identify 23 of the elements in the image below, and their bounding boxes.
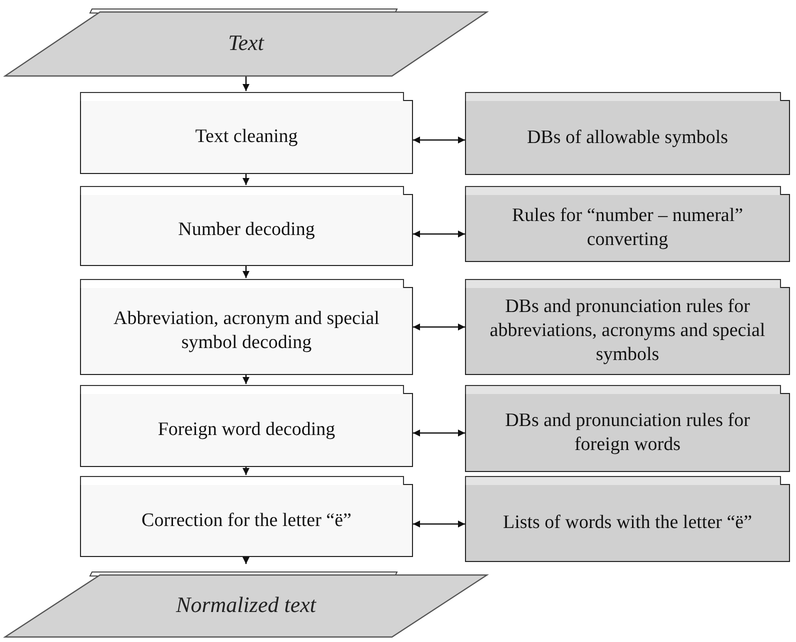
- box-label: Abbreviation, acronym and special symbol decoding: [112, 307, 380, 355]
- box-label: Number decoding: [178, 218, 315, 242]
- arrow: [413, 520, 465, 528]
- arrow: [242, 557, 250, 564]
- box-label: DBs and pronunciation rules for abbreviations, acronyms and special symbols: [488, 295, 766, 367]
- box-label: Text cleaning: [195, 125, 298, 149]
- arrow: [242, 467, 250, 475]
- arrow: [242, 174, 250, 185]
- box-label: Lists of words with the letter “ë”: [502, 511, 752, 535]
- arrow: [413, 324, 465, 330]
- arrow: [242, 76, 250, 91]
- io-label: Text: [228, 30, 264, 56]
- box-label: Rules for “number – numeral” converting: [510, 204, 744, 252]
- box-label: Correction for the letter “ë”: [142, 508, 352, 532]
- arrow: [413, 230, 465, 238]
- arrow: [413, 136, 465, 144]
- box-label: DBs and pronunciation rules for foreign words: [504, 408, 751, 456]
- arrow: [242, 266, 250, 278]
- arrow: [242, 375, 250, 384]
- box-label: Foreign word decoding: [158, 418, 336, 442]
- box-label: DBs of allowable symbols: [526, 126, 728, 150]
- arrow: [413, 430, 465, 436]
- io-label: Normalized text: [176, 592, 316, 618]
